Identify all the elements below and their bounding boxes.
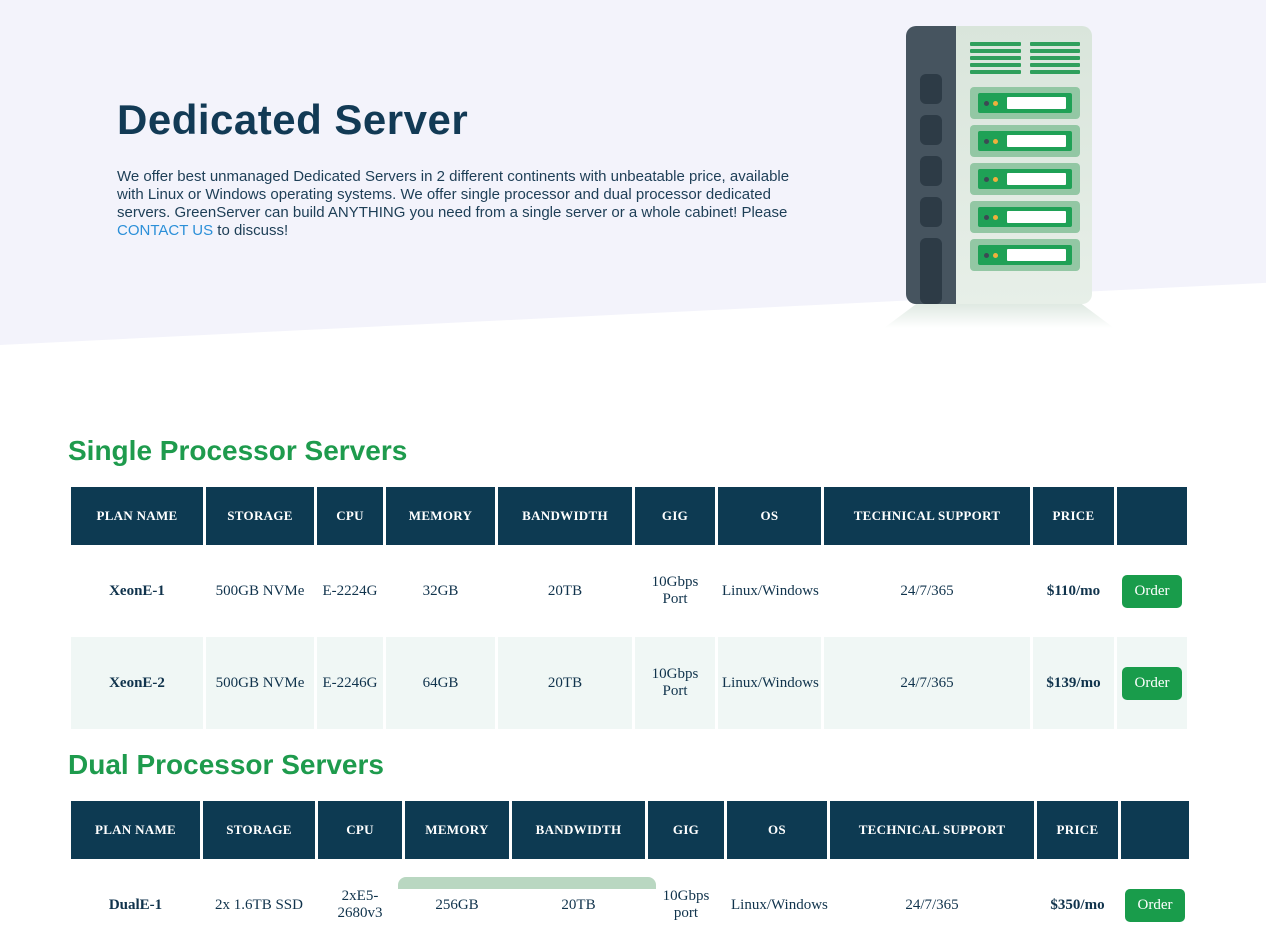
column-header: GIG bbox=[648, 801, 724, 859]
cell-bandwidth: 20TB bbox=[498, 545, 632, 637]
cell-plan: DualE-1 bbox=[71, 859, 200, 951]
server-body bbox=[956, 26, 1092, 304]
cell-gig: 10Gbps Port bbox=[635, 637, 715, 729]
hero-description: We offer best unmanaged Dedicated Server… bbox=[117, 168, 793, 240]
panel-knob bbox=[920, 197, 942, 227]
column-header: PLAN NAME bbox=[71, 487, 203, 545]
cell-storage: 2x 1.6TB SSD bbox=[203, 859, 315, 951]
column-header: TECHNICAL SUPPORT bbox=[824, 487, 1030, 545]
cell-plan: XeonE-2 bbox=[71, 637, 203, 729]
column-header: BANDWIDTH bbox=[498, 487, 632, 545]
order-button[interactable]: Order bbox=[1121, 666, 1183, 700]
hero-description-text: We offer best unmanaged Dedicated Server… bbox=[117, 168, 790, 221]
cell-gig: 10Gbps port bbox=[648, 859, 724, 951]
column-header: CPU bbox=[317, 487, 383, 545]
cell-storage: 500GB NVMe bbox=[206, 637, 314, 729]
cell-os: Linux/Windows bbox=[727, 859, 828, 951]
server-bay bbox=[970, 87, 1080, 119]
cell-cpu: E-2224G bbox=[317, 545, 383, 637]
cell-order: Order bbox=[1117, 637, 1187, 729]
vent-column bbox=[1029, 42, 1080, 74]
cutoff-widget[interactable] bbox=[398, 877, 656, 889]
cell-cpu: 2xE5-2680v3 bbox=[318, 859, 402, 951]
cell-support: 24/7/365 bbox=[824, 637, 1030, 729]
column-header: PRICE bbox=[1033, 487, 1114, 545]
server-bay bbox=[970, 125, 1080, 157]
cell-cpu: E-2246G bbox=[317, 637, 383, 729]
hero-section: Dedicated Server We offer best unmanaged… bbox=[0, 0, 1266, 345]
cell-os: Linux/Windows bbox=[718, 545, 821, 637]
hero-description-tail: to discuss! bbox=[213, 222, 289, 239]
server-bay bbox=[970, 163, 1080, 195]
contact-us-link[interactable]: CONTACT US bbox=[117, 222, 214, 239]
server-bay bbox=[970, 201, 1080, 233]
order-button[interactable]: Order bbox=[1121, 574, 1183, 608]
cell-gig: 10Gbps Port bbox=[635, 545, 715, 637]
column-header: OS bbox=[727, 801, 827, 859]
server-bay bbox=[970, 239, 1080, 271]
cell-bandwidth: 20TB bbox=[512, 859, 645, 951]
cell-support: 24/7/365 bbox=[824, 545, 1030, 637]
panel-knob bbox=[920, 238, 942, 304]
hero-content: Dedicated Server We offer best unmanaged… bbox=[117, 96, 793, 240]
cell-plan: XeonE-1 bbox=[71, 545, 203, 637]
server-side-panel bbox=[906, 26, 956, 304]
order-button[interactable]: Order bbox=[1124, 888, 1186, 922]
section-heading-single: Single Processor Servers bbox=[68, 435, 408, 466]
column-header: BANDWIDTH bbox=[512, 801, 645, 859]
server-vents bbox=[970, 42, 1080, 74]
cell-order: Order bbox=[1121, 859, 1189, 951]
cell-support: 24/7/365 bbox=[830, 859, 1034, 951]
column-header: CPU bbox=[318, 801, 402, 859]
cell-memory: 32GB bbox=[386, 545, 495, 637]
column-header bbox=[1121, 801, 1189, 859]
column-header: PRICE bbox=[1037, 801, 1118, 859]
cell-price: $139/mo bbox=[1033, 637, 1114, 729]
column-header bbox=[1117, 487, 1187, 545]
column-header: STORAGE bbox=[203, 801, 315, 859]
panel-knob bbox=[920, 156, 942, 186]
cell-bandwidth: 20TB bbox=[498, 637, 632, 729]
column-header: MEMORY bbox=[405, 801, 509, 859]
cell-memory: 256GB bbox=[405, 859, 509, 951]
column-header: TECHNICAL SUPPORT bbox=[830, 801, 1034, 859]
cell-storage: 500GB NVMe bbox=[206, 545, 314, 637]
server-rack-icon bbox=[884, 26, 1114, 328]
server-tower bbox=[906, 26, 1092, 304]
cell-memory: 64GB bbox=[386, 637, 495, 729]
column-header: OS bbox=[718, 487, 821, 545]
column-header: PLAN NAME bbox=[71, 801, 200, 859]
server-shadow bbox=[884, 304, 1114, 328]
vent-column bbox=[970, 42, 1021, 74]
cell-order: Order bbox=[1117, 545, 1187, 637]
cell-price: $350/mo bbox=[1037, 859, 1118, 951]
panel-knob bbox=[920, 74, 942, 104]
panel-knob bbox=[920, 115, 942, 145]
cell-price: $110/mo bbox=[1033, 545, 1114, 637]
column-header: MEMORY bbox=[386, 487, 495, 545]
column-header: GIG bbox=[635, 487, 715, 545]
cell-os: Linux/Windows bbox=[718, 637, 821, 729]
column-header: STORAGE bbox=[206, 487, 314, 545]
page-title: Dedicated Server bbox=[117, 96, 469, 143]
section-heading-dual: Dual Processor Servers bbox=[68, 749, 384, 780]
